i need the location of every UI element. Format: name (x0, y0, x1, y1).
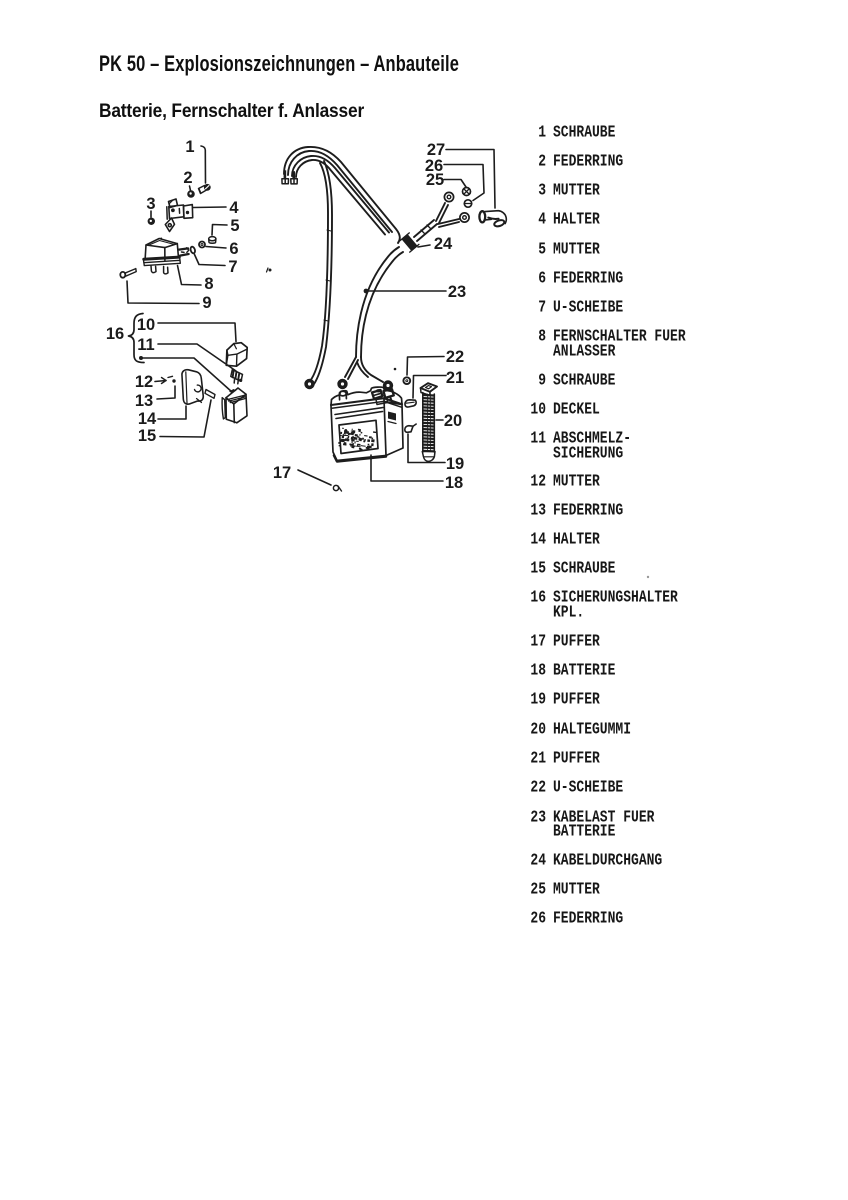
svg-text:5: 5 (230, 217, 239, 235)
svg-text:19: 19 (446, 455, 464, 473)
svg-text:27: 27 (427, 141, 445, 159)
svg-text:2: 2 (183, 169, 192, 187)
svg-text:21: 21 (446, 369, 464, 387)
svg-text:26: 26 (425, 157, 443, 175)
svg-text:24: 24 (434, 235, 453, 253)
svg-text:13: 13 (135, 392, 153, 410)
svg-text:22: 22 (446, 348, 464, 366)
svg-text:20: 20 (444, 412, 462, 430)
svg-text:25: 25 (426, 171, 444, 189)
svg-text:8: 8 (204, 275, 213, 293)
svg-text:12: 12 (135, 373, 153, 391)
svg-text:11: 11 (137, 336, 154, 354)
svg-text:6: 6 (229, 240, 238, 258)
svg-text:16: 16 (106, 325, 124, 343)
svg-text:9: 9 (202, 294, 211, 312)
svg-text:10: 10 (137, 316, 155, 334)
svg-text:14: 14 (138, 410, 157, 428)
svg-text:7: 7 (228, 258, 237, 276)
svg-text:1: 1 (185, 138, 194, 156)
svg-text:18: 18 (445, 474, 463, 492)
svg-text:23: 23 (448, 283, 466, 301)
svg-text:15: 15 (138, 427, 156, 445)
svg-text:4: 4 (229, 199, 239, 217)
svg-text:17: 17 (273, 464, 291, 482)
svg-text:3: 3 (146, 195, 155, 213)
